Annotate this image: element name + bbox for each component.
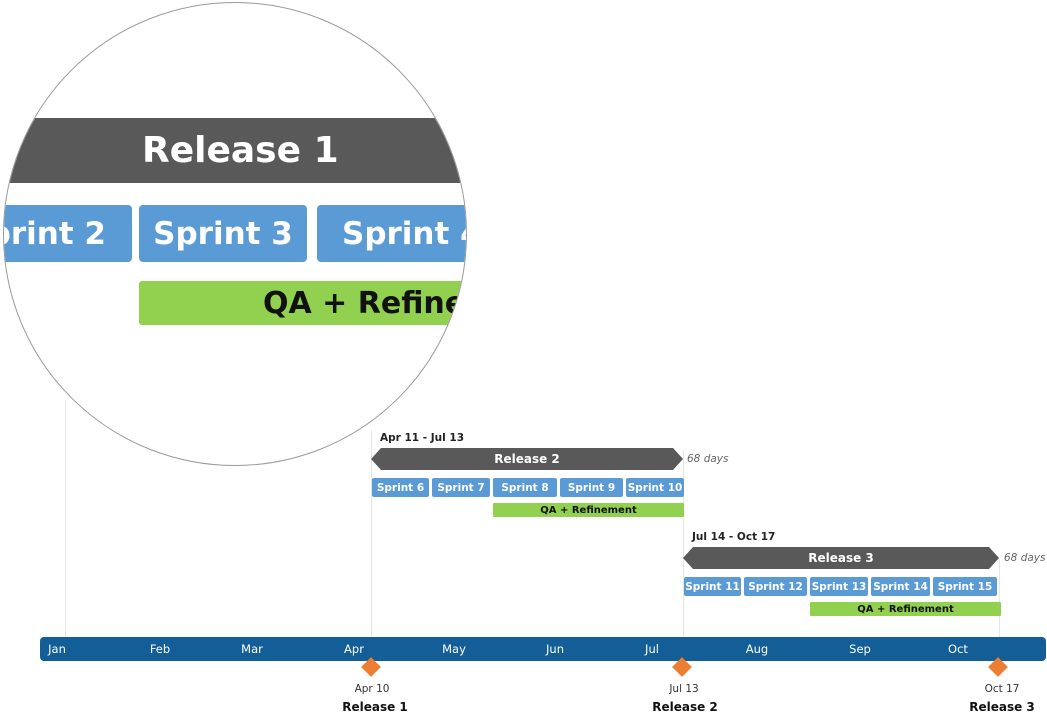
- month-jul: Jul: [645, 642, 659, 656]
- sprint-15[interactable]: Sprint 15: [933, 577, 997, 596]
- milestone-1-name: Release 1: [342, 700, 408, 714]
- release-2-range: Apr 11 - Jul 13: [380, 432, 465, 444]
- milestone-2-name: Release 2: [652, 700, 718, 714]
- sprint-13[interactable]: Sprint 13: [810, 577, 868, 596]
- lens-sprint-3: Sprint 3: [139, 205, 307, 262]
- release-3-days: 68 days: [1004, 552, 1046, 564]
- guide-line-oct: [999, 560, 1000, 637]
- sprint-11[interactable]: Sprint 11: [684, 577, 741, 596]
- month-mar: Mar: [241, 642, 263, 656]
- month-feb: Feb: [149, 642, 171, 656]
- guide-line-jan: [65, 400, 66, 637]
- timeline-bar: [40, 637, 1046, 661]
- guide-line-jul: [683, 450, 684, 637]
- release-3-qa[interactable]: QA + Refinement: [810, 602, 1001, 616]
- sprint-10[interactable]: Sprint 10: [626, 478, 684, 497]
- sprint-6[interactable]: Sprint 6: [372, 478, 429, 497]
- guide-line-apr: [371, 430, 372, 637]
- zoom-lens: Release 1 Sprint 2 Sprint 3 Sprint 4 QA …: [3, 2, 467, 466]
- sprint-12[interactable]: Sprint 12: [744, 577, 807, 596]
- milestone-3-name: Release 3: [969, 700, 1035, 714]
- release-2-days: 68 days: [687, 453, 729, 465]
- sprint-8[interactable]: Sprint 8: [493, 478, 557, 497]
- sprint-14[interactable]: Sprint 14: [871, 577, 930, 596]
- month-jan: Jan: [48, 642, 66, 656]
- milestone-3-date: Oct 17: [984, 683, 1020, 695]
- release-3-bar[interactable]: Release 3: [683, 547, 999, 569]
- sprint-9[interactable]: Sprint 9: [560, 478, 623, 497]
- milestone-1-date: Apr 10: [354, 683, 390, 695]
- sprint-7[interactable]: Sprint 7: [432, 478, 490, 497]
- lens-qa-bar: QA + Refinement: [139, 281, 466, 325]
- month-apr: Apr: [344, 642, 364, 656]
- lens-release-bar: Release 1: [4, 118, 466, 183]
- lens-sprint-4: Sprint 4: [317, 205, 466, 262]
- month-may: May: [442, 642, 466, 656]
- month-aug: Aug: [745, 642, 769, 656]
- month-jun: Jun: [546, 642, 564, 656]
- lens-release-label: Release 1: [142, 130, 339, 171]
- month-sep: Sep: [849, 642, 871, 656]
- month-oct: Oct: [948, 642, 968, 656]
- release-3-range: Jul 14 - Oct 17: [692, 531, 776, 543]
- release-2-qa[interactable]: QA + Refinement: [493, 503, 684, 517]
- release-2-bar[interactable]: Release 2: [371, 448, 683, 470]
- lens-sprint-2: Sprint 2: [4, 205, 132, 262]
- milestone-2-date: Jul 13: [669, 683, 699, 695]
